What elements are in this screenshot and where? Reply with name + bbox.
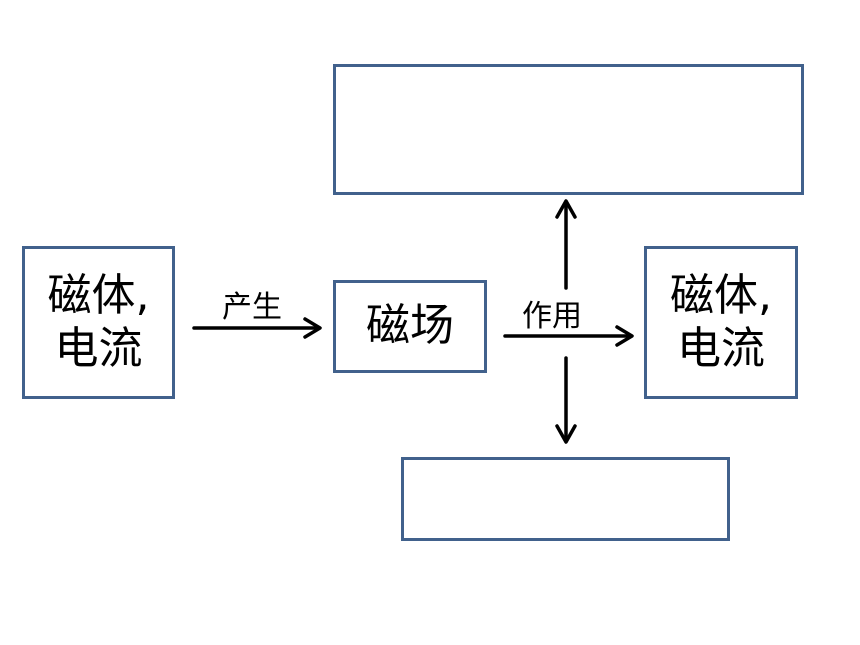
source-box-line1: 磁体, — [47, 269, 150, 321]
target-box: 磁体, 电流 — [644, 246, 798, 399]
bottom-answer-box — [401, 457, 730, 541]
produce-arrow — [192, 317, 322, 339]
up-arrow — [555, 199, 577, 290]
magnetic-field-box: 磁场 — [333, 280, 487, 373]
act-label: 作用 — [522, 299, 582, 334]
target-box-line2: 电流 — [677, 322, 765, 374]
produce-label: 产生 — [222, 290, 282, 325]
down-arrow — [555, 356, 577, 444]
target-box-line1: 磁体, — [670, 269, 772, 321]
magnetic-field-text: 磁场 — [366, 300, 454, 352]
source-box-line2: 电流 — [54, 322, 143, 374]
top-answer-box — [333, 64, 804, 195]
source-box: 磁体, 电流 — [22, 246, 175, 399]
act-arrow — [503, 325, 634, 347]
